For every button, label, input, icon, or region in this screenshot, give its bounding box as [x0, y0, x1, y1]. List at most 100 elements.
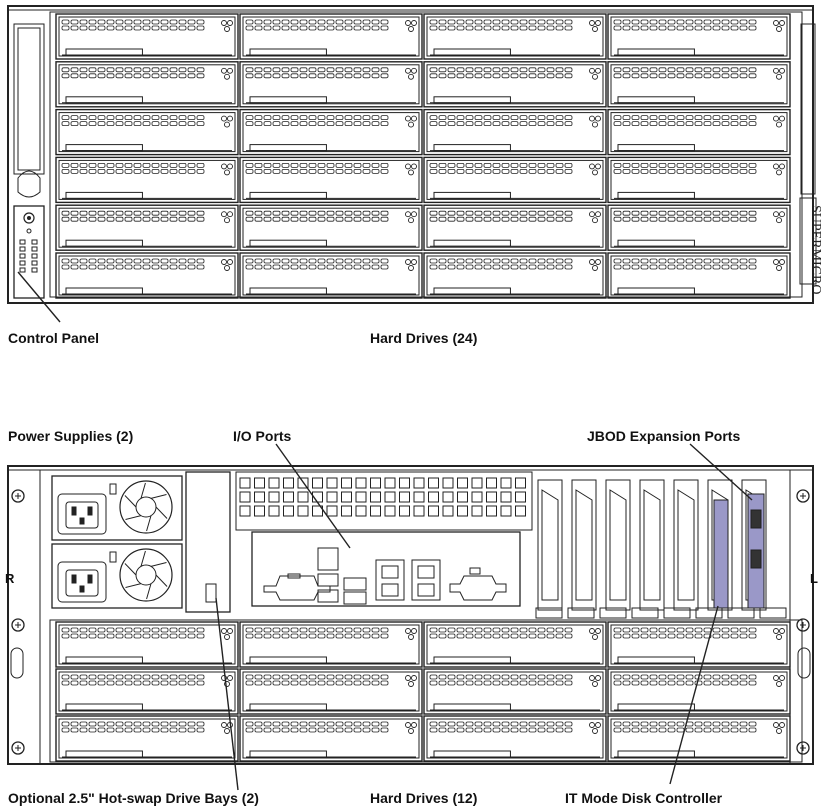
rear-outer-frame: [7, 465, 814, 765]
vent-hole: [335, 121, 344, 126]
tray-handle: [249, 703, 327, 711]
drive-led: [773, 67, 779, 74]
tray-handle: [249, 96, 327, 104]
drive-led: [773, 211, 779, 218]
vent-hole: [456, 121, 465, 126]
drive-led: [589, 163, 595, 170]
vent-hole: [537, 258, 546, 264]
vent-hole: [519, 680, 528, 686]
tray-frame: [607, 621, 791, 668]
vent-hole: [178, 264, 187, 270]
label-io-ports: I/O Ports: [233, 428, 292, 444]
vent-hole: [317, 19, 326, 25]
vent-hole: [151, 627, 160, 633]
vent-hole: [519, 73, 528, 79]
vent-hole: [353, 264, 362, 270]
vent-hole: [739, 216, 748, 222]
drive-led: [595, 722, 601, 728]
vent-hole: [308, 674, 317, 680]
vent-hole: [730, 121, 739, 126]
vent-hole: [187, 264, 196, 270]
vent-hole: [308, 168, 317, 174]
vent-hole: [519, 674, 528, 680]
vent-hole: [151, 25, 160, 31]
vent-slot: [500, 505, 512, 517]
vent-hole: [429, 258, 438, 264]
vent-hole: [281, 264, 290, 270]
tray-handle: [617, 750, 695, 758]
io-panel: [251, 531, 521, 607]
vent-slot: [515, 477, 526, 489]
tray-frame: [423, 156, 607, 204]
usb-port-icon: [317, 589, 339, 603]
status-led: [31, 260, 38, 266]
drive-led: [595, 259, 601, 265]
mounting-screw-icon: [796, 618, 810, 632]
vent-hole: [97, 680, 106, 686]
vent-hole: [142, 168, 151, 174]
vent-hole: [465, 210, 474, 216]
vent-hole: [564, 627, 573, 633]
vent-hole: [658, 162, 667, 168]
vent-hole: [88, 721, 97, 727]
vent-hole: [613, 67, 622, 73]
vent-hole: [546, 210, 555, 216]
vent-hole: [510, 210, 519, 216]
vent-hole: [70, 721, 79, 727]
vent-hole: [456, 264, 465, 270]
drive-led: [224, 73, 230, 80]
tray-inner: [58, 16, 236, 57]
vent-hole: [263, 210, 272, 216]
power-inlet-icon: [57, 493, 107, 535]
vent-hole: [510, 264, 519, 270]
leader-jbod: [689, 443, 753, 501]
vent-hole: [187, 121, 196, 126]
pcie-slot-bracket: [605, 479, 631, 611]
vent-hole: [631, 216, 640, 222]
tray-frame: [607, 156, 791, 204]
vent-hole: [510, 121, 519, 126]
vent-hole: [326, 264, 335, 270]
vent-hole: [649, 721, 658, 727]
vent-hole: [88, 162, 97, 168]
vent-hole: [61, 264, 70, 270]
vent-hole: [70, 73, 79, 79]
vent-hole: [649, 680, 658, 686]
vent-hole: [712, 627, 721, 633]
fan-blade: [140, 550, 146, 567]
vent-hole: [676, 627, 685, 633]
vent-hole: [429, 210, 438, 216]
vent-hole: [546, 627, 555, 633]
vent-hole: [308, 73, 317, 79]
vent-hole: [685, 73, 694, 79]
vent-hole: [272, 25, 281, 31]
vent-hole: [465, 162, 474, 168]
drive-led: [408, 681, 414, 687]
vent-hole: [187, 633, 196, 639]
vent-hole: [263, 162, 272, 168]
vent-hole: [142, 19, 151, 25]
vent-hole: [97, 264, 106, 270]
vent-hole: [335, 258, 344, 264]
vent-hole: [97, 216, 106, 222]
vent-hole: [474, 727, 483, 733]
vent-hole: [712, 19, 721, 25]
vent-hole: [640, 258, 649, 264]
vent-hole: [730, 258, 739, 264]
vent-hole: [272, 210, 281, 216]
vent-hole: [465, 727, 474, 733]
vent-hole: [281, 67, 290, 73]
vent-hole: [564, 121, 573, 126]
vent-hole: [353, 721, 362, 727]
vent-hole: [631, 727, 640, 733]
fan-blade: [150, 494, 167, 499]
vent-hole: [510, 73, 519, 79]
vent-hole: [281, 633, 290, 639]
vent-hole: [371, 721, 380, 727]
vent-hole: [537, 162, 546, 168]
drive-led: [227, 67, 233, 74]
vent-hole: [335, 627, 344, 633]
sill-tab: [727, 607, 755, 619]
vent-slot: [457, 505, 468, 517]
vent-hole: [344, 674, 353, 680]
